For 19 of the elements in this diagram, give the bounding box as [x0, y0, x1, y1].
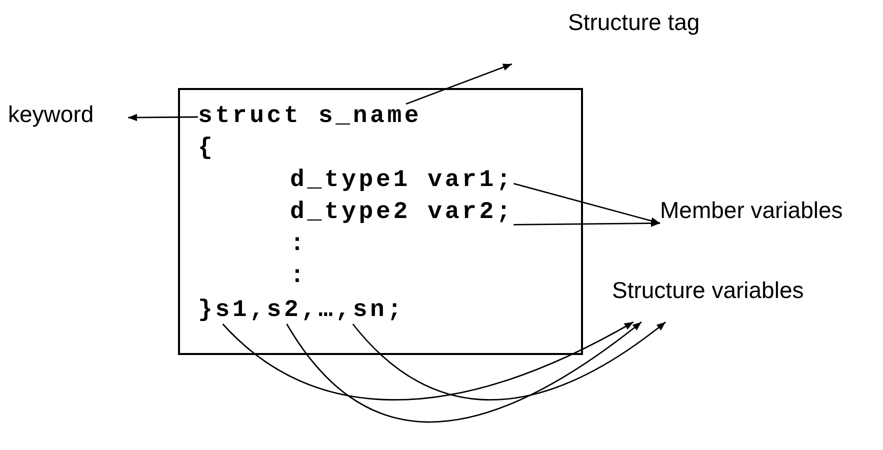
annotation-label: Member variables: [660, 196, 880, 228]
annotation-label: keyword: [8, 100, 128, 132]
arrow: [352, 321, 666, 400]
arrow: [128, 114, 198, 122]
code-line: d_type2 var2;: [290, 200, 514, 226]
arrow: [222, 321, 634, 400]
code-line: :: [290, 232, 308, 258]
arrow: [513, 182, 660, 224]
code-line: }s1,s2,…,sn;: [198, 298, 404, 324]
annotation-label: Structure variables: [612, 276, 880, 322]
arrow: [514, 220, 660, 227]
code-line: d_type1 var1;: [290, 168, 514, 194]
arrow: [286, 321, 642, 423]
code-line: struct s_name: [198, 104, 422, 130]
code-line: {: [198, 136, 216, 162]
code-box: [178, 88, 583, 355]
arrow: [406, 63, 512, 105]
code-line: :: [290, 264, 308, 290]
annotation-label: Structure tag: [512, 8, 722, 64]
